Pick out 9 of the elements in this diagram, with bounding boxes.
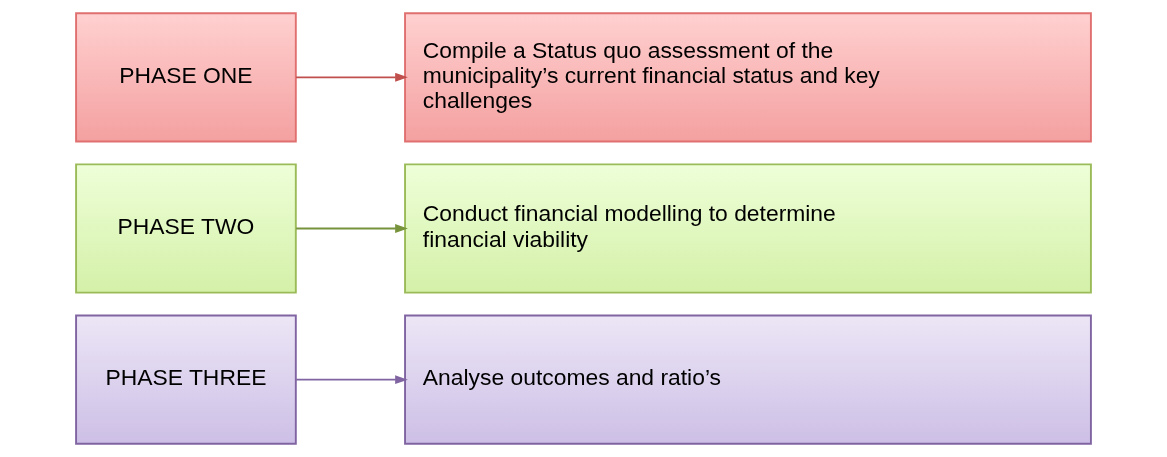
node-box: Analyse outcomes and ratio’s <box>404 314 1092 445</box>
node-box: PHASE TWO <box>75 163 297 294</box>
node-box: PHASE ONE <box>75 12 297 143</box>
arrow <box>295 72 408 82</box>
node-box: Conduct financial modelling to determine financial viability <box>404 163 1092 294</box>
arrow <box>295 375 408 385</box>
node-box: PHASE THREE <box>75 314 297 445</box>
arrow <box>295 224 408 233</box>
node-box: Compile a Status quo assessment of the municipality’s current financial status and key challenges <box>404 12 1092 143</box>
